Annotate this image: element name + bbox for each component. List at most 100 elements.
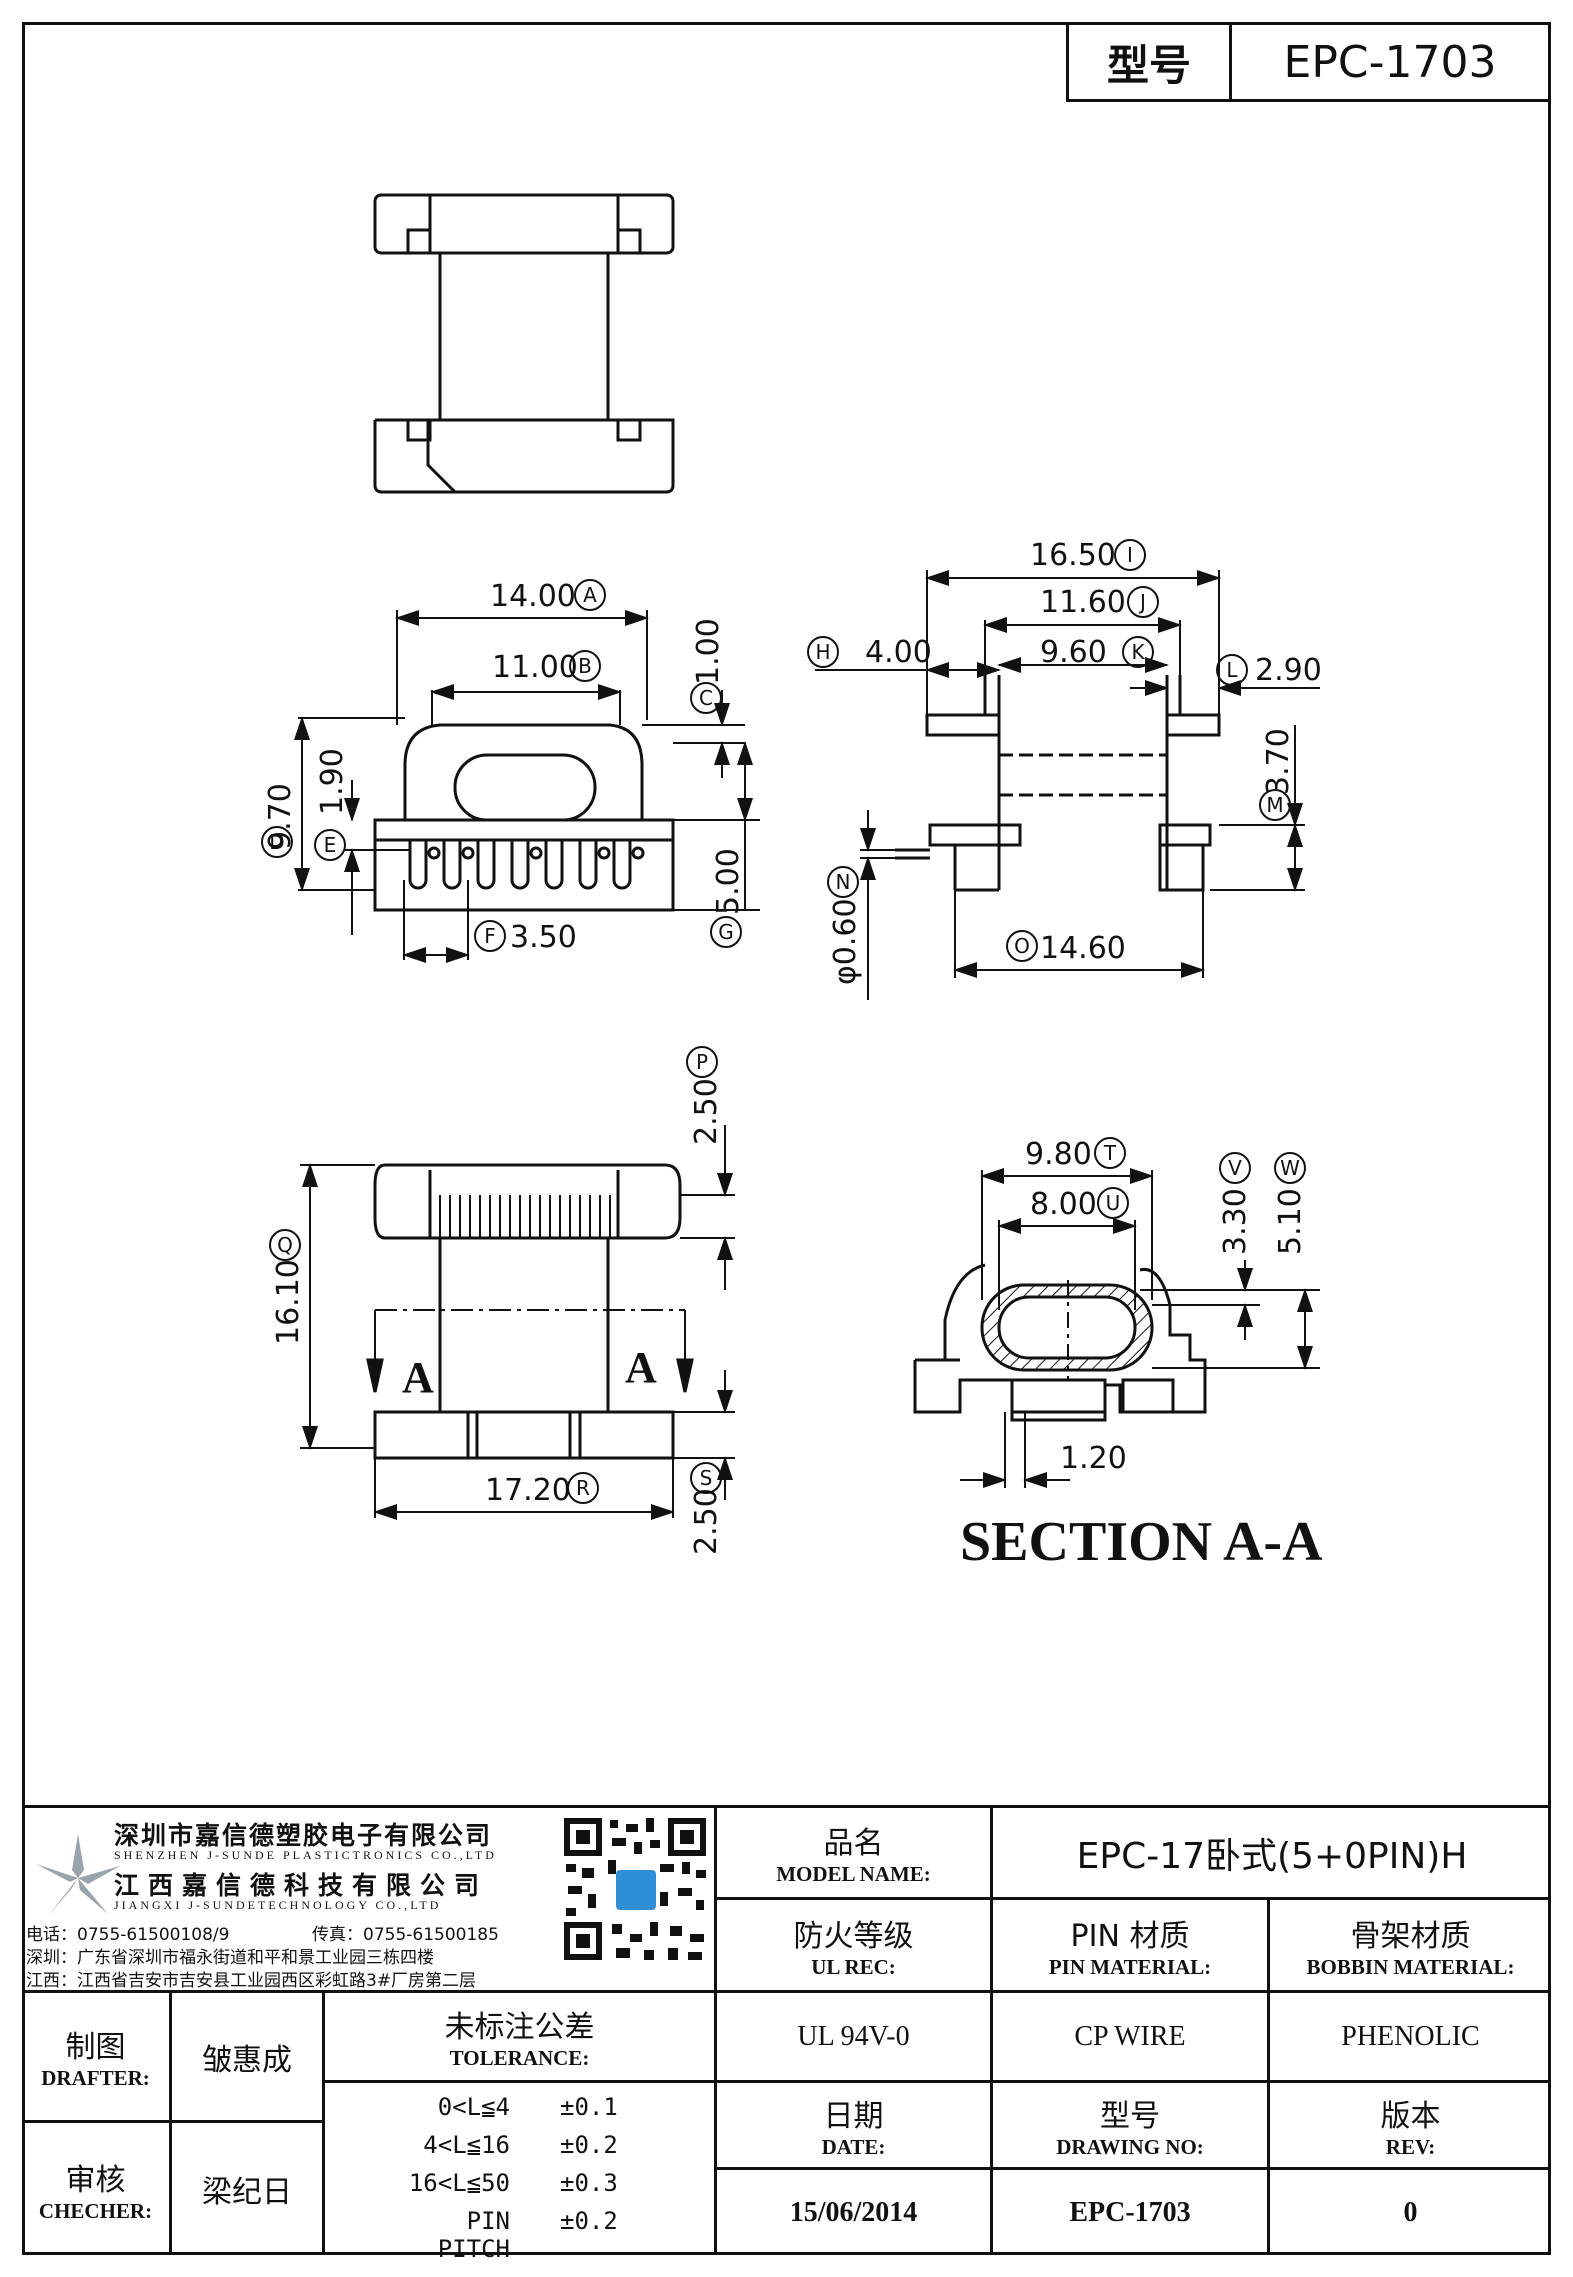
rev-value: 0 bbox=[1403, 2196, 1418, 2228]
tolerance-table: 0<L≦4 ±0.1 4<L≦16 ±0.2 16<L≦50 ±0.3 PIN … bbox=[325, 2083, 717, 2263]
drawing-no-cn: 型号 bbox=[1100, 2098, 1160, 2134]
tolerance-value-2: ±0.2 bbox=[560, 2131, 618, 2159]
model-name-en: MODEL NAME: bbox=[776, 1862, 931, 1886]
marker-G: G bbox=[718, 920, 734, 944]
tolerance-en: TOLERANCE: bbox=[449, 2046, 590, 2070]
marker-E: E bbox=[324, 833, 337, 857]
dim-L: 2.90 bbox=[1255, 653, 1322, 688]
checker-name: 梁纪日 bbox=[202, 2175, 292, 2210]
dim-T: 9.80 bbox=[1025, 1137, 1092, 1172]
date-value-cell: 15/06/2014 bbox=[717, 2170, 993, 2255]
marker-R: R bbox=[576, 1476, 590, 1500]
ul-value: UL 94V-0 bbox=[797, 2020, 910, 2052]
dim-J: 11.60 bbox=[1040, 585, 1126, 620]
marker-K: K bbox=[1131, 640, 1145, 664]
tolerance-header: 未标注公差 TOLERANCE: bbox=[325, 1993, 717, 2083]
ul-rec-en: UL REC: bbox=[811, 1954, 896, 1979]
checker-label: 审核 CHECHER: bbox=[22, 2123, 172, 2255]
marker-B: B bbox=[578, 654, 592, 678]
bottom-view bbox=[300, 1125, 735, 1520]
dim-A: 14.00 bbox=[490, 579, 576, 614]
company-block: 深圳市嘉信德塑胶电子有限公司 SHENZHEN J-SUNDE PLASTICT… bbox=[22, 1808, 717, 1991]
dim-B: 11.00 bbox=[492, 650, 578, 685]
pin-material-cn: PIN 材质 bbox=[1070, 1918, 1190, 1954]
company-name-cn-2: 江西嘉信德科技有限公司 bbox=[114, 1871, 489, 1900]
rev-value-cell: 0 bbox=[1270, 2170, 1551, 2255]
rev-cn: 版本 bbox=[1380, 2098, 1441, 2134]
dim-M: 3.70 bbox=[1261, 728, 1296, 795]
drawing-frame bbox=[22, 22, 1551, 2255]
dim-H: 4.00 bbox=[865, 635, 932, 670]
marker-H: H bbox=[815, 640, 830, 664]
checker-en: CHECHER: bbox=[38, 2198, 153, 2223]
bobbin-material-cn: 骨架材质 bbox=[1350, 1918, 1471, 1954]
dim-1-20: 1.20 bbox=[1060, 1441, 1127, 1476]
drafter-cell: 皱惠成 bbox=[172, 1993, 325, 2123]
bottom-dims: 2.50 16.10 17.20 2.50 A A bbox=[271, 1078, 724, 1555]
bobbin-material-en: BOBBIN MATERIAL: bbox=[1306, 1954, 1515, 1979]
side-view bbox=[815, 570, 1320, 1000]
dim-W: 5.10 bbox=[1273, 1188, 1308, 1255]
tolerance-value-4: ±0.2 bbox=[560, 2207, 618, 2235]
model-label: 型号 bbox=[1069, 25, 1232, 99]
marker-S: S bbox=[700, 1466, 713, 1490]
company-fax: 传真：0755-61500185 bbox=[312, 1925, 499, 1945]
marker-D: D bbox=[269, 830, 284, 854]
technical-drawing: 14.00 11.00 1.00 9.70 1.90 3.50 5.00 16.… bbox=[261, 193, 1323, 1573]
date-cn: 日期 bbox=[823, 2098, 884, 2134]
dim-K: 9.60 bbox=[1040, 635, 1107, 670]
checker-cell: 梁纪日 bbox=[172, 2123, 325, 2255]
dim-F: 3.50 bbox=[510, 920, 577, 955]
bobbin-value-cell: PHENOLIC bbox=[1270, 1993, 1551, 2083]
section-view bbox=[913, 1168, 1320, 1488]
marker-V: V bbox=[1228, 1156, 1242, 1180]
drawing-no-value-cell: EPC-1703 bbox=[993, 2170, 1270, 2255]
section-mark-left: A bbox=[402, 1353, 434, 1402]
pin-value-cell: CP WIRE bbox=[993, 1993, 1270, 2083]
dim-V: 3.30 bbox=[1218, 1188, 1253, 1255]
tolerance-range-1: 0<L≦4 bbox=[437, 2093, 510, 2121]
drawing-no-en: DRAWING NO: bbox=[1056, 2134, 1204, 2159]
company-address-jiangxi: 江西：江西省吉安市吉安县工业园西区彩虹路3#厂房第二层 bbox=[26, 1971, 477, 1991]
pin-material-label: PIN 材质 PIN MATERIAL: bbox=[993, 1900, 1270, 1990]
circled-markers bbox=[261, 539, 1306, 1504]
drawing-no-value: EPC-1703 bbox=[1069, 2196, 1191, 2228]
front-dims: 14.00 11.00 1.00 9.70 1.90 3.50 5.00 bbox=[263, 579, 746, 955]
drawing-no-label: 型号 DRAWING NO: bbox=[993, 2083, 1270, 2170]
tolerance-range-3: 16<L≦50 bbox=[408, 2169, 510, 2197]
marker-W: W bbox=[1280, 1156, 1300, 1180]
section-mark-right: A bbox=[625, 1343, 657, 1392]
dim-R: 17.20 bbox=[485, 1473, 571, 1508]
marker-C: C bbox=[699, 686, 713, 710]
rev-en: REV: bbox=[1385, 2134, 1436, 2159]
dim-O: 14.60 bbox=[1040, 931, 1126, 966]
tolerance-value-1: ±0.1 bbox=[560, 2093, 618, 2121]
title-block-top-rule bbox=[22, 1805, 1551, 1808]
marker-L: L bbox=[1226, 658, 1238, 682]
dim-S: 2.50 bbox=[689, 1488, 724, 1555]
dim-G: 5.00 bbox=[711, 848, 746, 915]
company-logo bbox=[36, 1834, 120, 1916]
drafter-name: 皱惠成 bbox=[202, 2042, 292, 2078]
date-en: DATE: bbox=[821, 2134, 886, 2159]
model-value: EPC-1703 bbox=[1283, 36, 1497, 88]
date-label: 日期 DATE: bbox=[717, 2083, 993, 2170]
model-name-value: EPC-17卧式(5+0PIN)H bbox=[1076, 1835, 1468, 1877]
tolerance-cn: 未标注公差 bbox=[444, 2010, 595, 2045]
ul-rec-cn: 防火等级 bbox=[793, 1918, 914, 1954]
pin-value: CP WIRE bbox=[1074, 2020, 1186, 2052]
qr-code-icon bbox=[560, 1814, 710, 1964]
marker-N: N bbox=[836, 870, 851, 894]
tolerance-range-4: PIN PITCH bbox=[437, 2207, 510, 2263]
top-view bbox=[373, 193, 675, 494]
marker-J: J bbox=[1138, 590, 1146, 614]
company-address-shenzhen: 深圳：广东省深圳市福永街道和平和景工业园三栋四楼 bbox=[26, 1948, 434, 1968]
drafter-label: 制图 DRAFTER: bbox=[22, 1993, 172, 2123]
model-name-label: 品名 MODEL NAME: bbox=[717, 1808, 993, 1900]
marker-P: P bbox=[696, 1050, 708, 1074]
marker-O: O bbox=[1014, 934, 1030, 958]
side-dims: 16.50 11.60 4.00 9.60 2.90 3.70 φ0.60 14… bbox=[828, 538, 1322, 985]
section-title: SECTION A-A bbox=[960, 1511, 1323, 1573]
drafter-en: DRAFTER: bbox=[41, 2066, 150, 2090]
company-name-en-2: JIANGXI J-SUNDETECHNOLOGY CO.,LTD bbox=[114, 1898, 442, 1912]
